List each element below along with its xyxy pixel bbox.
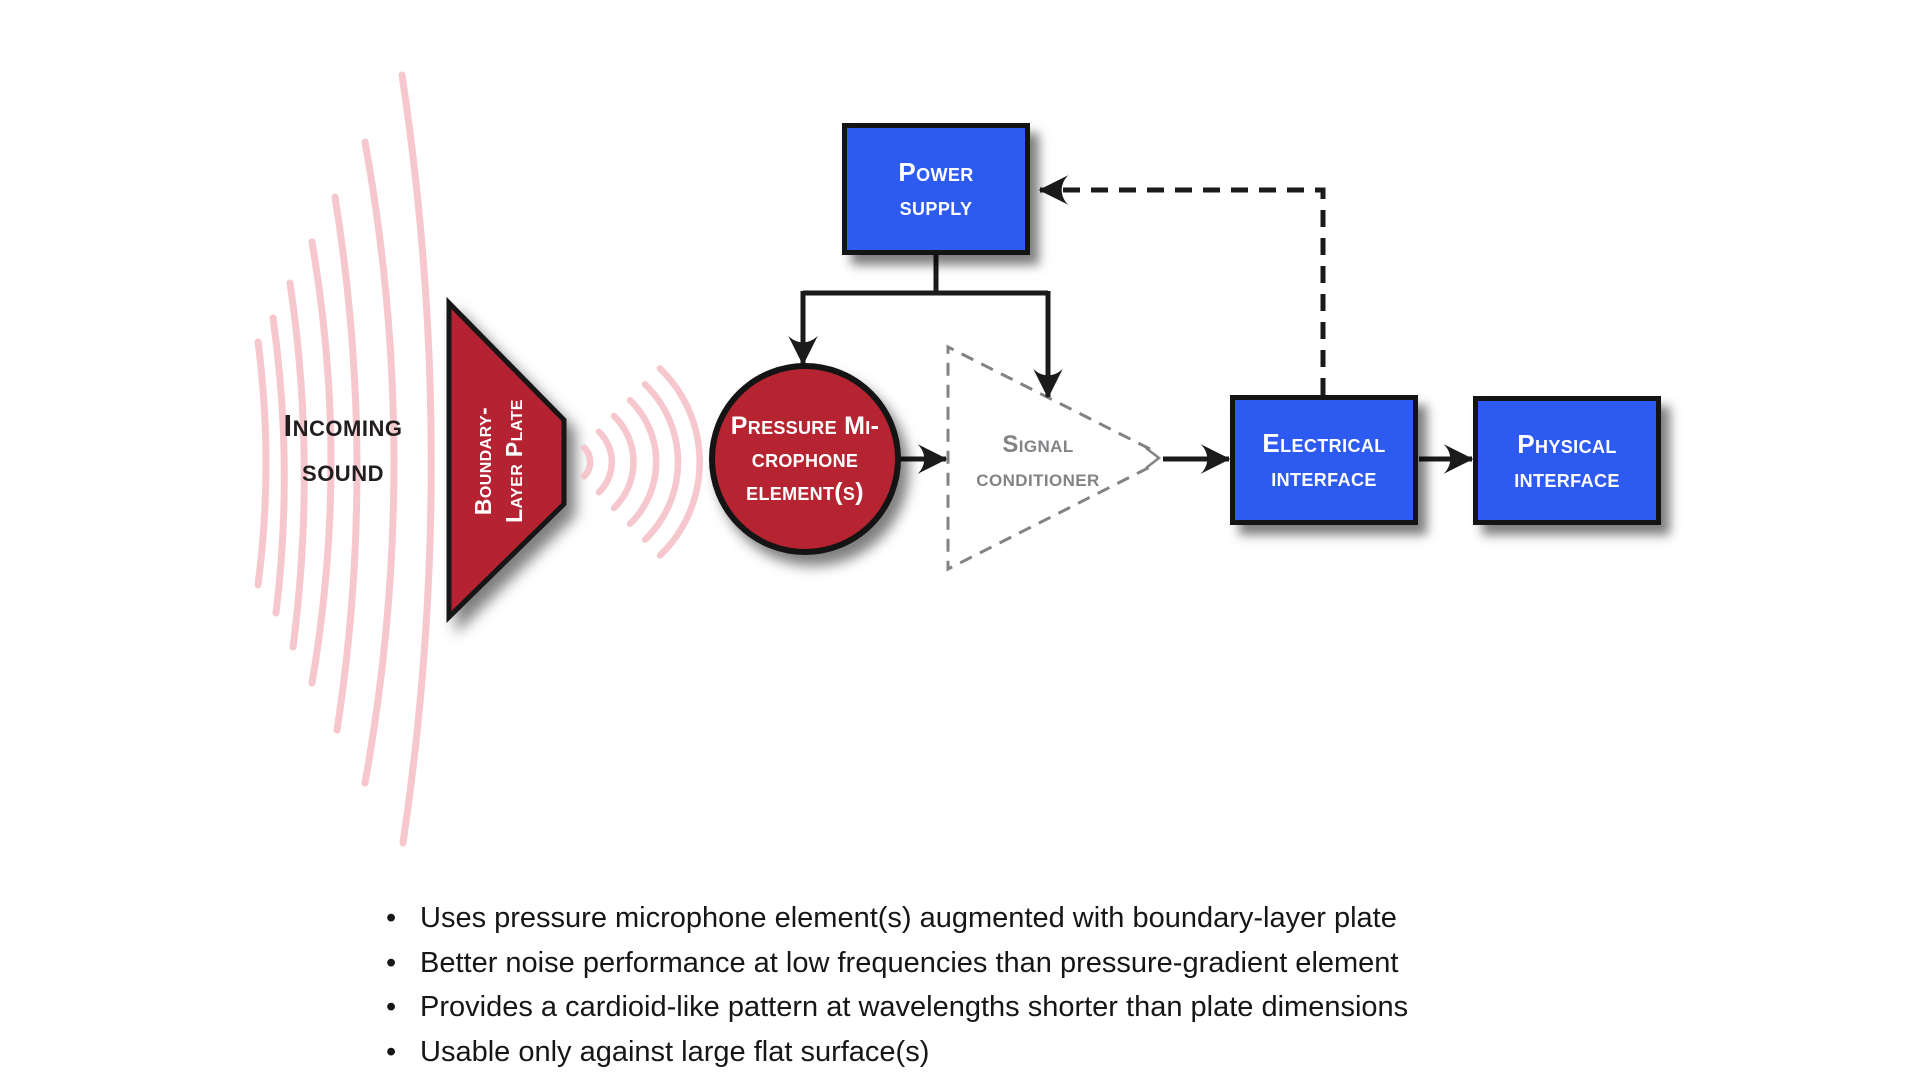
physical-interface-box: Physical interface [1473,396,1661,525]
note-text: Better noise performance at low frequenc… [420,946,1399,979]
power-supply-line1: Power [898,157,974,187]
boundary-plate-label: Boundary- Layer Plate [468,301,538,621]
signal-conditioner-label: Signal conditioner [933,428,1143,496]
bullet-icon: • [386,991,397,1023]
electrical-to-power-dashed-arrow [1038,175,1326,395]
electrical-interface-line2: interface [1271,462,1377,492]
power-supply-line2: supply [899,191,973,221]
boundary-plate-line1: Boundary- [470,406,496,516]
conditioner-apex-chevron-icon [1145,447,1162,469]
mic-element-line1: Pressure Mi- [730,411,880,440]
incoming-sound-label: Incoming sound [203,403,483,493]
bullet-icon: • [386,1035,397,1068]
electrical-interface-box: Electrical interface [1230,395,1418,525]
mic-element-line3: element(s) [746,477,864,506]
spreading-wave-arcs [580,365,703,559]
mic-element-node: Pressure Mi- crophone element(s) [709,363,901,555]
boundary-plate-line2: Layer Plate [501,399,527,523]
signal-conditioner-line1: Signal [1002,431,1074,458]
physical-interface-line1: Physical [1517,428,1617,459]
bullet-icon: • [386,902,397,934]
note-text: Usable only against large flat surface(s… [420,1035,930,1068]
note-text: Uses pressure microphone element(s) augm… [420,902,1397,934]
list-item: • Uses pressure microphone element(s) au… [386,896,1616,941]
signal-conditioner-line2: conditioner [976,465,1100,492]
list-item: • Usable only against large flat surface… [386,1030,1616,1075]
power-distribution-line [803,255,1048,296]
incoming-sound-line2: sound [302,453,384,488]
physical-interface-line2: interface [1514,462,1620,493]
mic-element-line2: crophone [751,444,859,473]
list-item: • Better noise performance at low freque… [386,941,1616,986]
power-supply-box: Power supply [842,123,1030,255]
bullet-icon: • [386,946,397,979]
note-text: Provides a cardioid-like pattern at wave… [420,991,1409,1023]
electrical-interface-line1: Electrical [1262,428,1386,458]
boundary-layer-plate-shape [446,296,567,623]
list-item: • Provides a cardioid-like pattern at wa… [386,985,1616,1030]
notes-list: • Uses pressure microphone element(s) au… [386,896,1616,1074]
incoming-sound-line1: Incoming [283,408,403,443]
sound-wave-arcs [254,71,435,847]
